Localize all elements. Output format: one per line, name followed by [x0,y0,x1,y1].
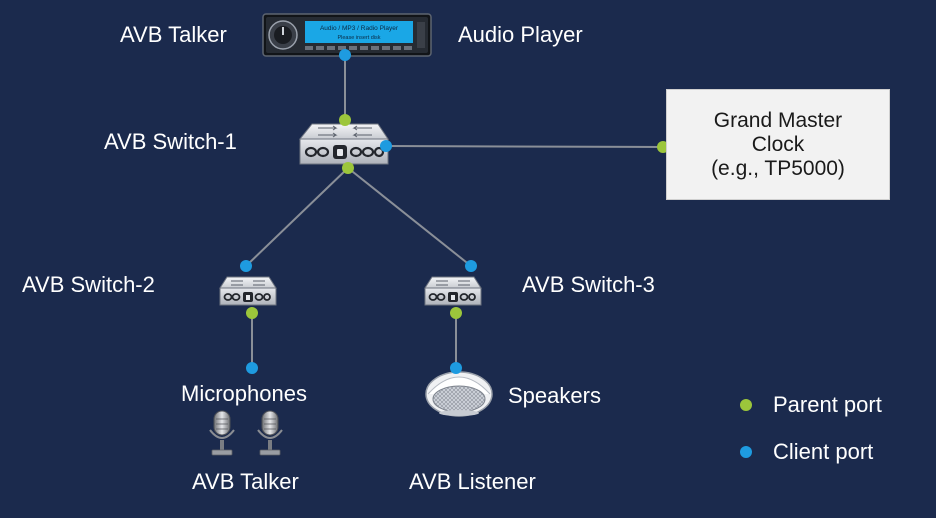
bottom-talker-label: AVB Talker [192,469,299,494]
legend-client-label: Client port [773,439,874,464]
legend-parent-label: Parent port [773,392,882,417]
client-port [240,260,252,272]
grand-master-line1: Grand Master [713,108,843,132]
avb-switch-2-icon [219,276,277,306]
links [245,55,664,368]
switch2-label: AVB Switch-2 [22,272,155,297]
client-port [450,362,462,374]
grand-master-line3: (e.g., TP5000) [711,156,845,180]
audio-player-device: Audio / MP3 / Radio Player Please insert… [262,13,432,57]
legend-client-dot [740,446,752,458]
player-display-line1: Audio / MP3 / Radio Player [320,25,399,32]
grand-master-clock-box: Grand Master Clock (e.g., TP5000) [666,89,890,200]
switch3-label: AVB Switch-3 [522,272,655,297]
link-switch1-grandmaster [385,145,664,148]
parent-port [342,162,354,174]
speaker-icon [425,371,493,417]
client-port [246,362,258,374]
grand-master-line2: Clock [751,132,805,156]
client-port [380,140,392,152]
ports [240,49,669,374]
avb-switch-3-icon [424,276,482,306]
link-switch1-switch3 [347,167,472,267]
legend-parent-dot [740,399,752,411]
parent-port [246,307,258,319]
audio-player-label: Audio Player [458,22,583,47]
speakers-label: Speakers [508,383,601,408]
top-talker-label: AVB Talker [120,22,227,47]
player-display-line2: Please insert disk [337,35,380,41]
switch1-label: AVB Switch-1 [104,129,237,154]
parent-port [450,307,462,319]
client-port [465,260,477,272]
microphones-label: Microphones [181,381,307,406]
client-port [339,49,351,61]
parent-port [339,114,351,126]
microphone-icon [257,410,283,456]
microphone-icon [209,410,235,456]
link-switch1-switch2 [245,167,349,267]
avb-switch-1-icon [298,123,389,165]
listener-label: AVB Listener [409,469,536,494]
